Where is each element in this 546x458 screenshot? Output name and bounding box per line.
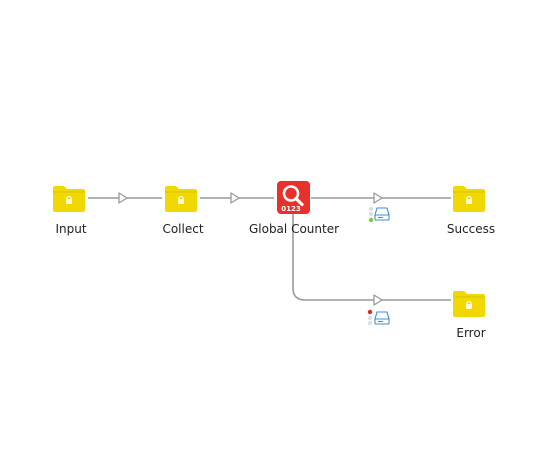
error-status-indicator[interactable] [367, 309, 390, 325]
arrowhead-icon [118, 192, 128, 204]
folder-lock-icon [453, 186, 485, 212]
connection-input-collect[interactable] [88, 192, 162, 204]
node-label-success: Success [446, 222, 496, 236]
status-dot [368, 321, 372, 325]
node-label-error: Error [456, 326, 486, 340]
folder-lock-icon [165, 186, 197, 212]
counter-magnifier-icon: 0123 [277, 181, 310, 214]
counter-badge: 0123 [281, 205, 301, 213]
status-dot-green [368, 217, 374, 223]
connection-global-counter-error[interactable] [292, 214, 451, 306]
connection-collect-global-counter[interactable] [200, 192, 274, 204]
connection-global-counter-success[interactable] [311, 192, 451, 204]
status-dot [368, 316, 372, 320]
drive-icon [374, 311, 390, 325]
node-label-input: Input [55, 222, 87, 236]
status-dot-red [367, 309, 373, 315]
status-dot [369, 207, 373, 211]
folder-lock-icon [53, 186, 85, 212]
node-label-global-counter: Global Counter [248, 222, 340, 236]
folder-lock-icon [453, 291, 485, 317]
arrowhead-icon [373, 192, 383, 204]
drive-icon [374, 207, 390, 221]
success-status-indicator[interactable] [368, 207, 390, 223]
status-dot [369, 212, 373, 216]
node-label-collect: Collect [162, 222, 204, 236]
arrowhead-icon [230, 192, 240, 204]
arrowhead-icon [373, 294, 383, 306]
